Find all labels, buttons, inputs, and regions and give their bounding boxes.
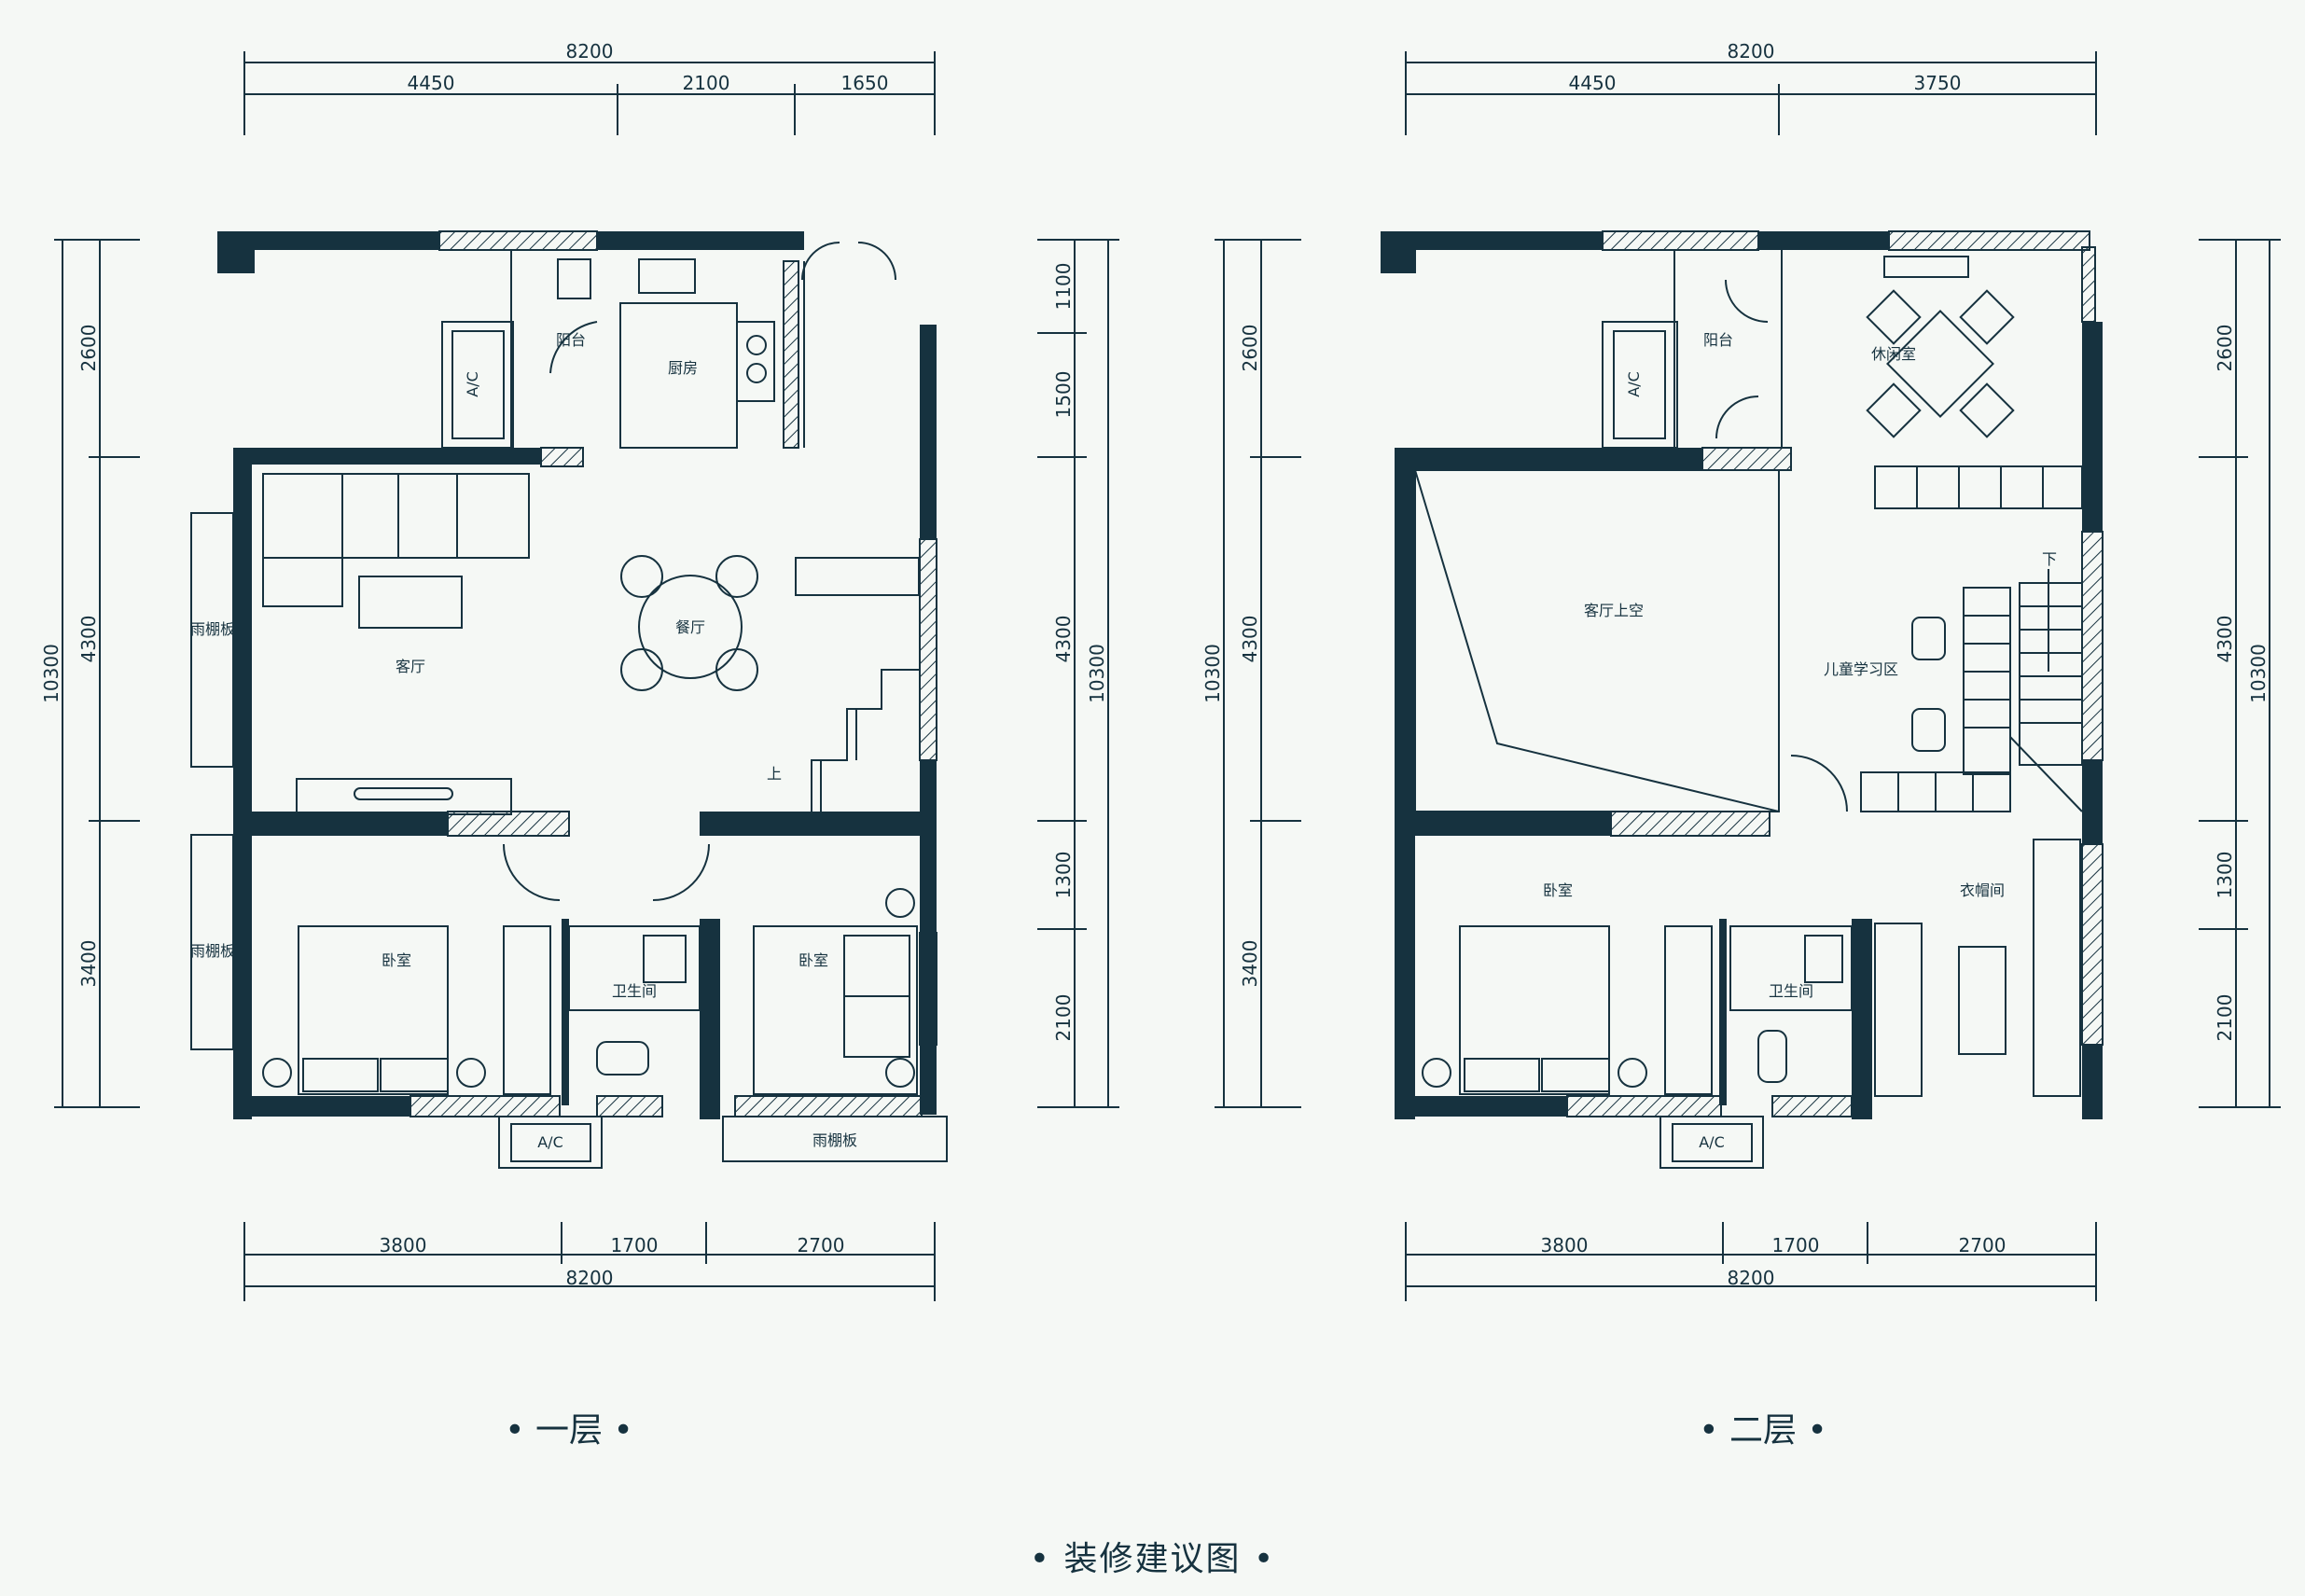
ac-unit-bottom-f1	[510, 1123, 591, 1162]
f1-dim-left-2: 4300	[77, 616, 100, 663]
page-title: • 装修建议图 •	[1029, 1540, 1276, 1578]
f1-dim-right-3: 4300	[1052, 616, 1075, 663]
f2-dim-bottom-total: 8200	[1728, 1267, 1775, 1289]
f2-dim-bottom-1: 3800	[1541, 1234, 1589, 1256]
floor1-left-dimensions	[54, 239, 140, 1108]
f1-label-bedroom-right: 卧室	[798, 951, 828, 969]
f2-dim-right-1: 2600	[2214, 325, 2236, 372]
floor1-plan: 8200 4450 2100 1650 10300 2600 4300 3400	[40, 40, 1119, 1450]
f2-dim-left-2: 4300	[1239, 616, 1261, 663]
floor2-bottom-dimensions	[1405, 1222, 2097, 1301]
f1-label-kitchen: 厨房	[668, 359, 698, 377]
f1-dim-top-total: 8200	[566, 40, 614, 62]
f1-dim-left-1: 2600	[77, 325, 100, 372]
f2-dim-left-1: 2600	[1239, 325, 1261, 372]
f2-dim-top-1: 4450	[1569, 72, 1617, 94]
f2-label-balcony: 阳台	[1703, 331, 1733, 349]
floor1-hatched-walls	[410, 230, 937, 1117]
f1-dim-top-1: 4450	[408, 72, 455, 94]
f1-label-ac-top: A/C	[464, 371, 481, 397]
f1-label-stair-up: 上	[767, 765, 782, 783]
f2-label-ac-top: A/C	[1625, 371, 1643, 397]
f1-dim-bottom-1: 3800	[380, 1234, 427, 1256]
f2-dim-right-2: 4300	[2214, 616, 2236, 663]
f2-label-bedroom: 卧室	[1543, 881, 1573, 899]
f1-caption: • 一层 •	[505, 1411, 632, 1450]
f2-dim-top-total: 8200	[1728, 40, 1775, 62]
f1-dim-right-2: 1500	[1052, 371, 1075, 419]
f2-label-stair-down: 下	[2042, 550, 2057, 568]
f1-label-balcony: 阳台	[556, 331, 586, 349]
f1-dim-left-3: 3400	[77, 940, 100, 988]
ac-unit-bottom-f2	[1672, 1123, 1753, 1162]
floor1-right-dimensions	[1037, 239, 1119, 1108]
f2-label-study: 儿童学习区	[1824, 660, 1898, 678]
ac-unit-top-f1	[451, 330, 505, 439]
f1-dim-bottom-3: 2700	[798, 1234, 845, 1256]
floor1-fixtures	[190, 242, 948, 1169]
floor2-right-dimensions	[2199, 239, 2281, 1108]
f1-label-ac-bottom: A/C	[537, 1133, 563, 1151]
f2-caption: • 二层 •	[1699, 1411, 1826, 1450]
f1-label-canopy-2: 雨棚板	[190, 942, 235, 960]
f2-caption-text: 二层	[1729, 1411, 1797, 1450]
f1-label-living: 客厅	[396, 658, 425, 675]
f1-dim-bottom-total: 8200	[566, 1267, 614, 1289]
f2-dim-left-total: 10300	[1201, 644, 1224, 703]
f2-label-ac-bottom: A/C	[1699, 1133, 1725, 1151]
f2-dim-right-total: 10300	[2247, 644, 2270, 703]
f1-label-dining: 餐厅	[675, 618, 705, 636]
f1-dim-right-1: 1100	[1052, 263, 1075, 311]
f1-dim-right-4: 1300	[1052, 852, 1075, 899]
floor2-plan: 8200 4450 3750 10300 2600 4300 3400 2600…	[1201, 40, 2281, 1450]
page-title-text: 装修建议图	[1063, 1540, 1242, 1578]
f1-caption-text: 一层	[535, 1411, 603, 1450]
f2-dim-left-3: 3400	[1239, 940, 1261, 988]
floor2-fixtures	[1414, 250, 2083, 1169]
f1-label-bath: 卫生间	[612, 982, 657, 1000]
f1-label-canopy-1: 雨棚板	[190, 620, 235, 638]
f1-dim-right-5: 2100	[1052, 994, 1075, 1042]
f1-dim-top-2: 2100	[683, 72, 730, 94]
f2-label-closet: 衣帽间	[1960, 881, 2005, 899]
f1-dim-bottom-2: 1700	[611, 1234, 659, 1256]
f2-label-leisure: 休闲室	[1871, 345, 1916, 363]
f2-dim-right-4: 2100	[2214, 994, 2236, 1042]
f1-label-canopy-bottom: 雨棚板	[812, 1131, 857, 1149]
f2-label-void: 客厅上空	[1584, 602, 1644, 619]
f2-dim-right-3: 1300	[2214, 852, 2236, 899]
floor2-hatched-walls	[1566, 230, 2104, 1117]
f1-label-bedroom-left: 卧室	[382, 951, 411, 969]
f2-dim-bottom-3: 2700	[1959, 1234, 2006, 1256]
floor2-top-dimensions	[1405, 51, 2097, 135]
floor1-bottom-dimensions	[243, 1222, 936, 1301]
ac-unit-top-f2	[1613, 330, 1666, 439]
f1-dim-right-total: 10300	[1086, 644, 1108, 703]
floor2-left-dimensions	[1215, 239, 1301, 1108]
floor1-top-dimensions	[243, 51, 936, 135]
f1-dim-left-total: 10300	[40, 644, 62, 703]
f1-dim-top-3: 1650	[841, 72, 889, 94]
f2-dim-top-2: 3750	[1914, 72, 1962, 94]
floor1-walls	[217, 231, 937, 1119]
floor2-walls	[1381, 231, 2103, 1119]
f2-label-bath: 卫生间	[1769, 982, 1813, 1000]
f2-dim-bottom-2: 1700	[1772, 1234, 1820, 1256]
